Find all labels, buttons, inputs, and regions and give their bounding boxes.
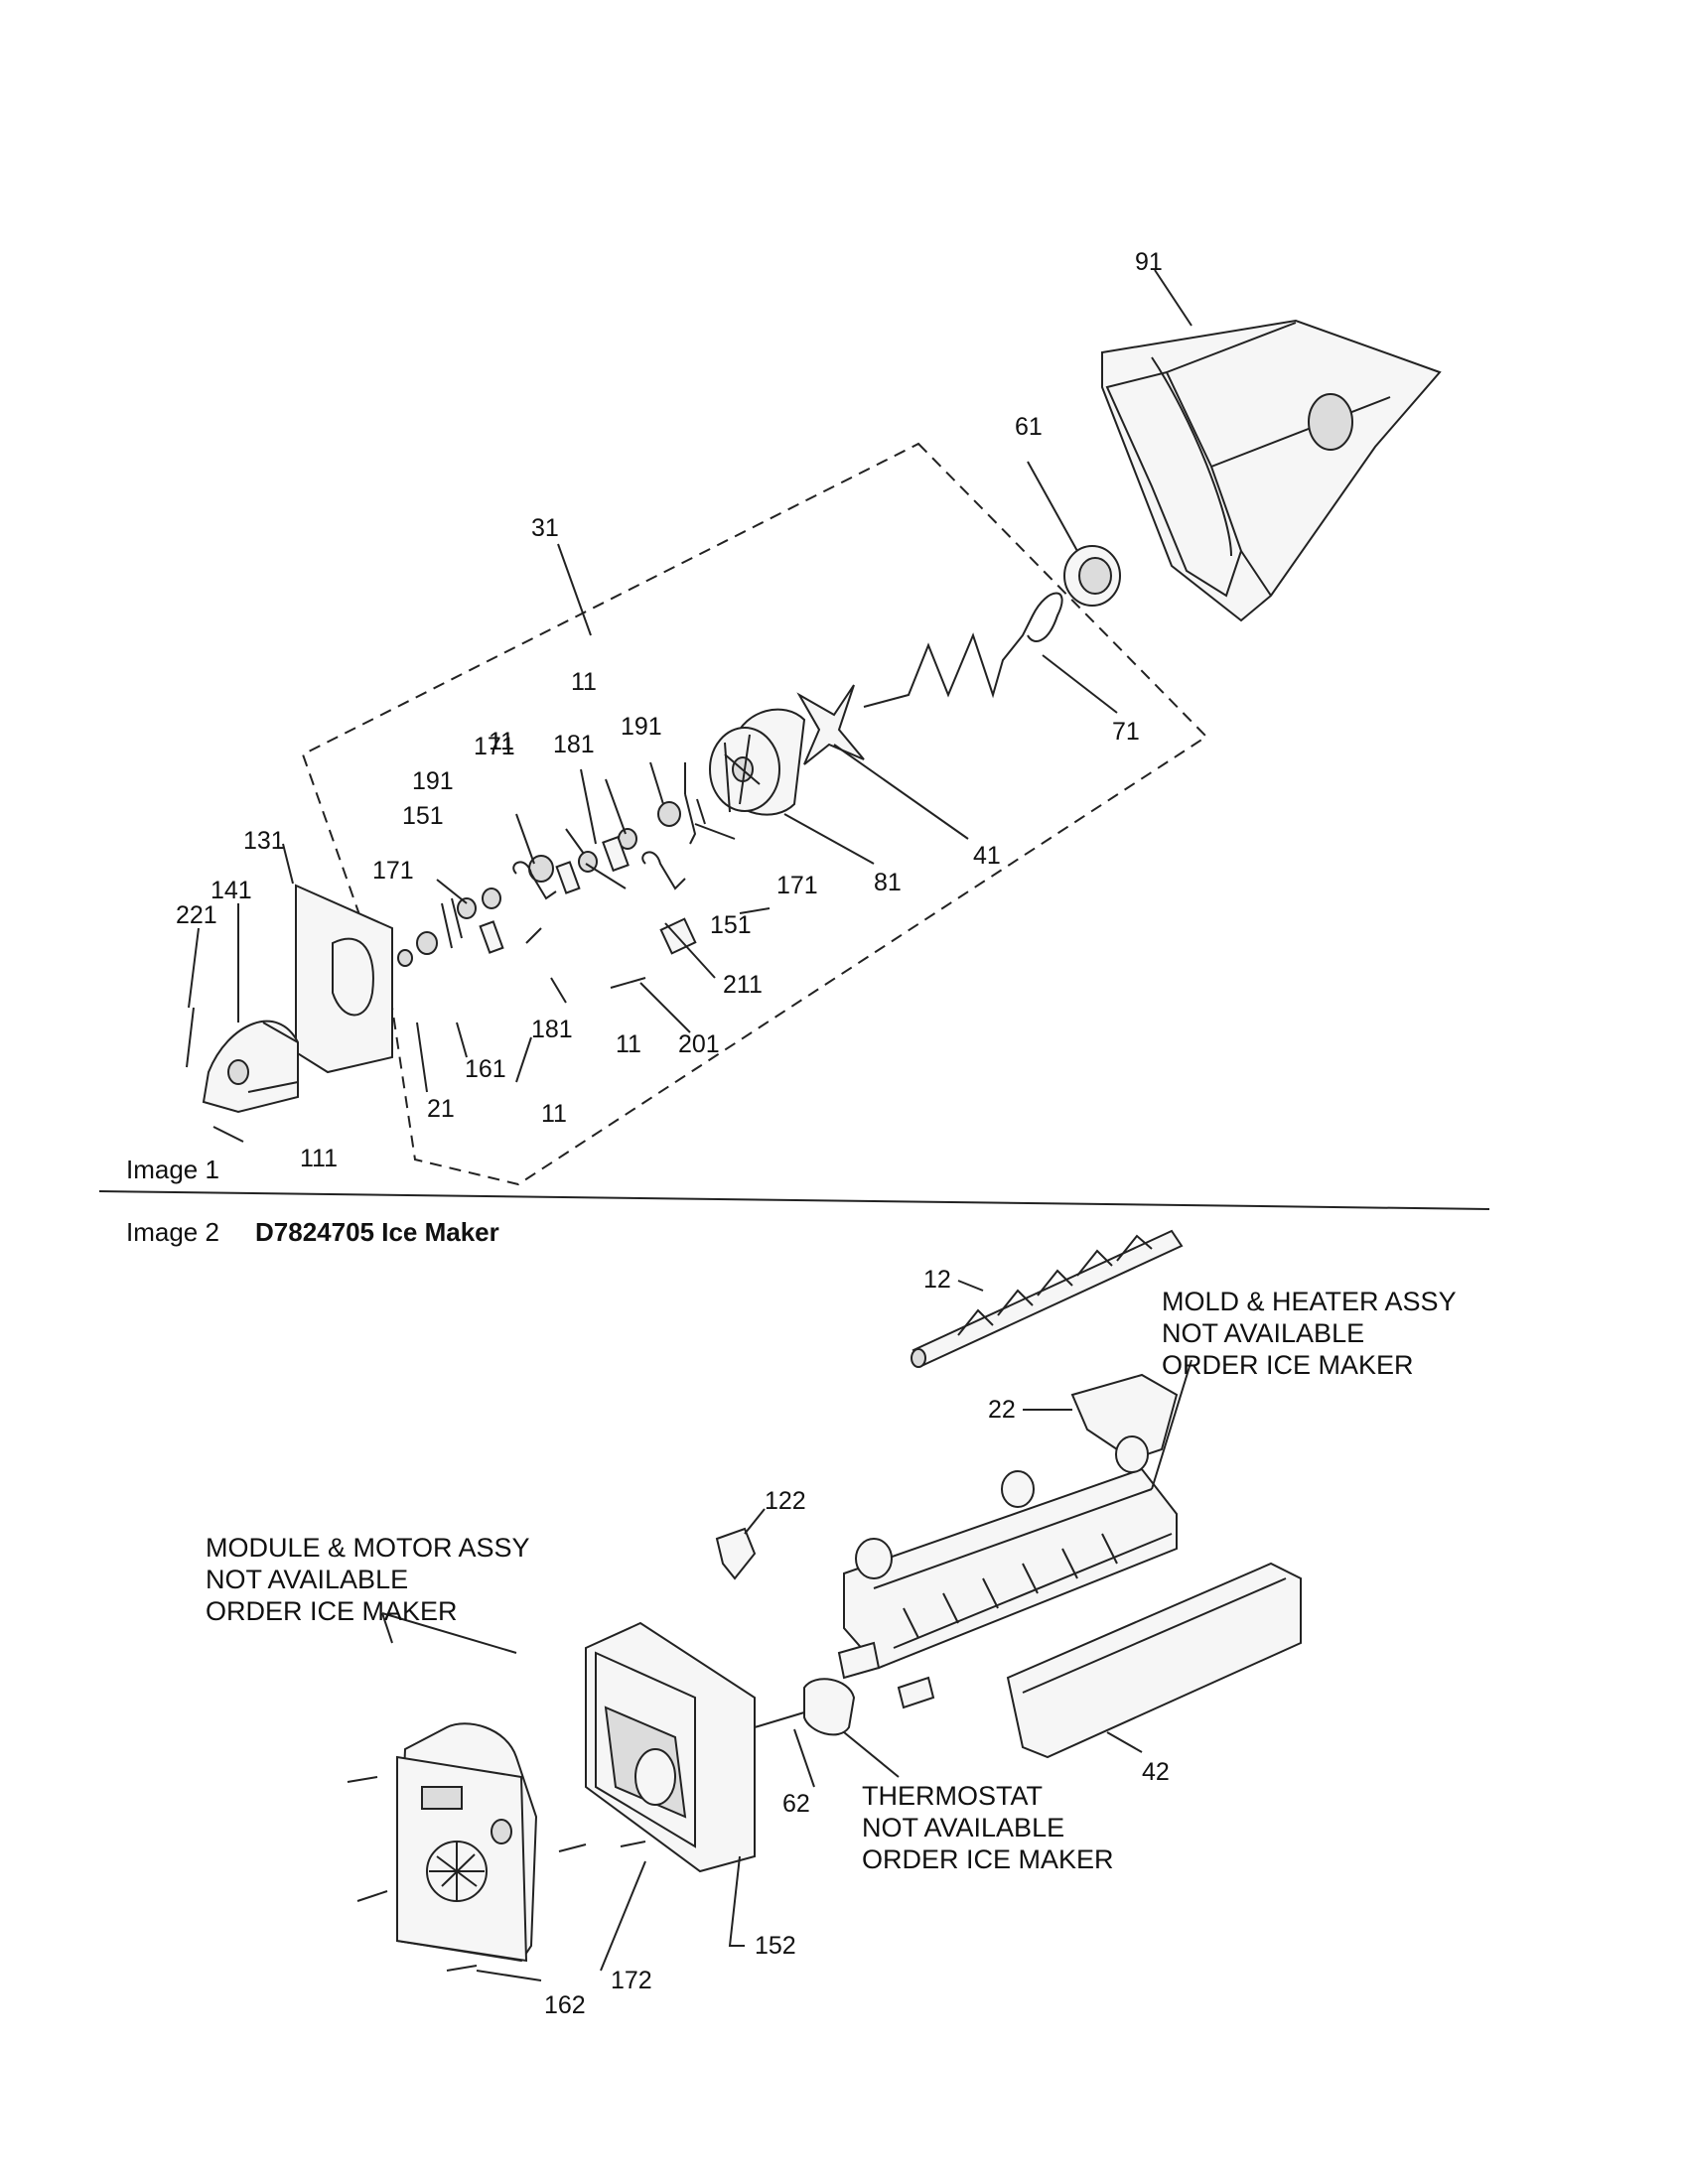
callout-172: 172 <box>611 1967 652 1994</box>
svg-text:THERMOSTAT: THERMOSTAT <box>862 1781 1043 1811</box>
note-mold-heater: MOLD & HEATER ASSY NOT AVAILABLE ORDER I… <box>1162 1287 1457 1380</box>
callout-162: 162 <box>544 1991 586 2019</box>
spring-221 <box>186 1007 195 1068</box>
callout-12: 12 <box>923 1266 951 1294</box>
svg-text:NOT AVAILABLE: NOT AVAILABLE <box>862 1813 1064 1843</box>
image2-caption: Image 2 <box>126 1217 219 1247</box>
blade-41 <box>796 684 865 765</box>
svg-text:MODULE & MOTOR ASSY: MODULE & MOTOR ASSY <box>206 1533 530 1563</box>
callout-171-b: 171 <box>372 857 414 885</box>
callout-151-b: 151 <box>710 911 752 939</box>
callout-111: 111 <box>300 1145 338 1172</box>
callout-11-b: 11 <box>489 728 514 755</box>
module-housing <box>585 1621 756 1873</box>
auger-71 <box>863 592 1063 708</box>
leader-lines-image2 <box>381 1280 1193 1981</box>
callout-22: 22 <box>988 1396 1016 1424</box>
cover-22 <box>1070 1373 1179 1461</box>
plate-131 <box>295 884 393 1074</box>
bearing-61 <box>1063 545 1121 607</box>
shield-42 <box>1006 1562 1302 1759</box>
callout-42: 42 <box>1142 1758 1170 1786</box>
callouts-image1: 91 61 31 71 41 81 11 11 11 11 191 191 18… <box>176 248 1163 1172</box>
callout-61: 61 <box>1015 413 1043 441</box>
screw-111 <box>212 1126 244 1143</box>
callout-11-c: 11 <box>616 1030 641 1058</box>
callout-21: 21 <box>427 1095 455 1123</box>
section-divider <box>98 1190 1490 1210</box>
callout-151-a: 151 <box>402 802 444 830</box>
callout-161: 161 <box>465 1055 506 1083</box>
ejector-12 <box>911 1229 1184 1368</box>
image2-title: D7824705 Ice Maker <box>255 1217 499 1247</box>
svg-text:MOLD & HEATER ASSY: MOLD & HEATER ASSY <box>1162 1287 1457 1316</box>
svg-text:NOT AVAILABLE: NOT AVAILABLE <box>206 1565 408 1594</box>
callout-71: 71 <box>1112 718 1140 746</box>
callout-122: 122 <box>765 1487 806 1515</box>
callout-201: 201 <box>678 1030 720 1058</box>
callout-181-b: 181 <box>531 1016 573 1043</box>
callouts-image2: 12 22 122 42 62 152 172 162 <box>544 1266 1170 2019</box>
callout-191-b: 191 <box>412 767 454 795</box>
callout-191-a: 191 <box>621 713 662 741</box>
callout-81: 81 <box>874 869 902 896</box>
screws <box>347 1776 646 1972</box>
callout-171-c: 171 <box>776 872 818 899</box>
hardware-cluster <box>397 793 706 989</box>
note-thermostat: THERMOSTAT NOT AVAILABLE ORDER ICE MAKER <box>862 1781 1114 1874</box>
callout-41: 41 <box>973 842 1001 870</box>
callout-31: 31 <box>531 514 559 542</box>
image1-caption: Image 1 <box>126 1155 219 1184</box>
thermostat <box>754 1641 935 1736</box>
leader-lines-image1 <box>188 269 1193 1093</box>
callout-211: 211 <box>723 971 763 999</box>
callout-11-a: 11 <box>571 668 597 696</box>
callout-91: 91 <box>1135 248 1163 276</box>
image1-exploded-view: 91 61 31 71 41 81 11 11 11 11 191 191 18… <box>126 248 1442 1186</box>
motor-module <box>395 1722 538 1963</box>
svg-text:ORDER ICE MAKER: ORDER ICE MAKER <box>1162 1350 1414 1380</box>
housing-141 <box>202 1020 299 1114</box>
ice-bucket-91 <box>1101 319 1442 622</box>
callout-221: 221 <box>176 901 217 929</box>
callout-62: 62 <box>782 1790 810 1818</box>
callout-171-a: 171 <box>474 733 515 760</box>
svg-text:NOT AVAILABLE: NOT AVAILABLE <box>1162 1318 1364 1348</box>
callout-11-d: 11 <box>541 1100 567 1128</box>
drum-81 <box>709 708 806 816</box>
mold-assembly <box>843 1435 1178 1670</box>
callout-131: 131 <box>243 827 285 855</box>
callout-181-a: 181 <box>553 731 595 758</box>
image2-exploded-view: Image 2 D7824705 Ice Maker <box>126 1217 1457 2019</box>
svg-text:ORDER ICE MAKER: ORDER ICE MAKER <box>206 1596 458 1626</box>
callout-152: 152 <box>755 1932 796 1960</box>
clip-122 <box>715 1527 757 1580</box>
assembly-31-dashed-outline <box>301 442 1208 1186</box>
svg-text:ORDER ICE MAKER: ORDER ICE MAKER <box>862 1844 1114 1874</box>
callout-141: 141 <box>210 877 252 904</box>
note-module-motor: MODULE & MOTOR ASSY NOT AVAILABLE ORDER … <box>206 1533 530 1626</box>
